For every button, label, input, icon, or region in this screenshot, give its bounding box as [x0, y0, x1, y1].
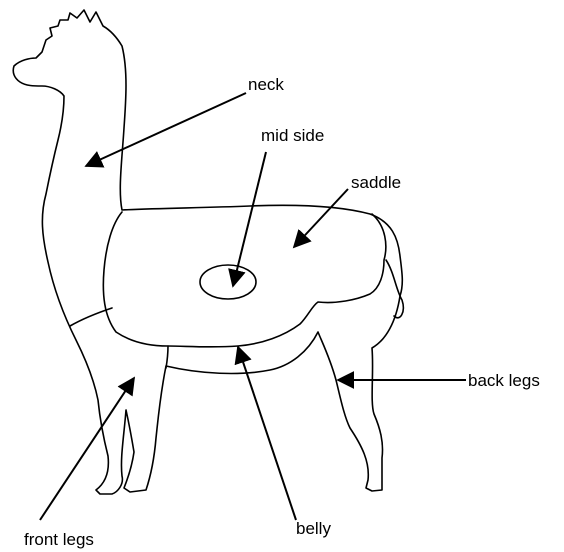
front-legs-pointer	[39, 376, 135, 521]
saddle-region-boundary	[102, 211, 387, 348]
mid-side-oval	[199, 264, 257, 300]
front-legs-label: front legs	[24, 530, 94, 549]
back-leg-inner-contour	[385, 259, 405, 319]
alpaca-outline	[12, 9, 404, 495]
front-legs-region-boundary	[69, 307, 113, 327]
neck-label: neck	[248, 75, 284, 94]
belly-region-boundary	[165, 345, 169, 369]
belly-pointer	[234, 345, 297, 521]
saddle-pointer	[292, 188, 349, 249]
back-legs-label: back legs	[468, 371, 540, 390]
neck-pointer	[84, 92, 247, 168]
mid-side-pointer	[228, 151, 267, 288]
belly-label: belly	[296, 519, 331, 538]
saddle-label: saddle	[351, 173, 401, 192]
mid-side-label: mid side	[261, 126, 324, 145]
